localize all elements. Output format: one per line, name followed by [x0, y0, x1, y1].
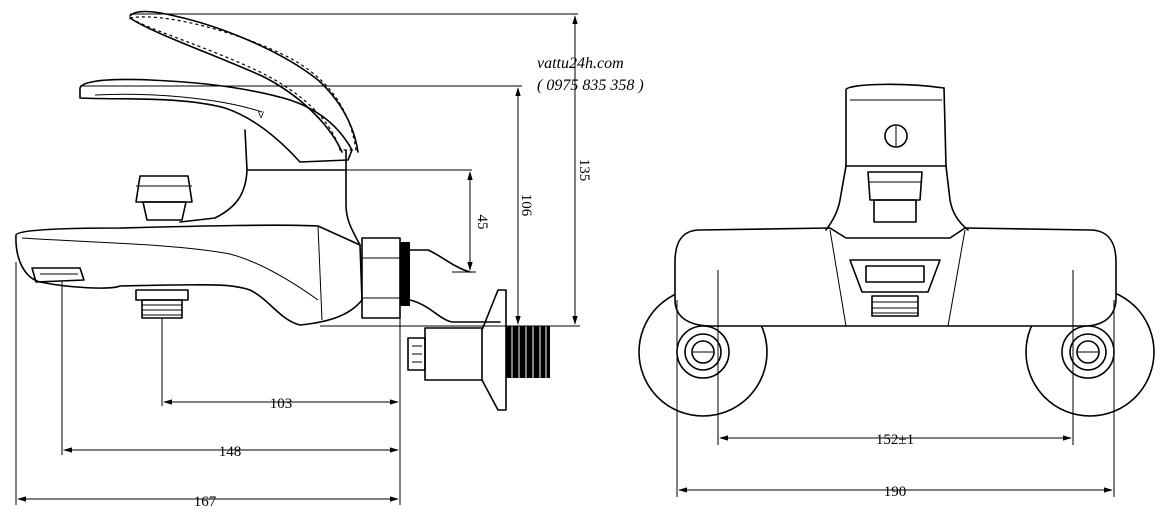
lever-raised-outline	[128, 16, 357, 151]
dim-label-103: 103	[270, 396, 293, 412]
handle-screw	[884, 124, 908, 148]
lever-handle	[79, 78, 353, 163]
mixer-body	[674, 227, 1117, 327]
dim-label-106: 106	[518, 194, 534, 217]
watermark-phone: ( 0975 835 358 )	[537, 77, 644, 94]
wall-connector	[407, 289, 550, 411]
front-view: 152±1 190	[638, 83, 1155, 500]
watermark-site: vattu24h.com	[537, 55, 624, 72]
diverter-knob	[135, 175, 193, 221]
aerator	[31, 267, 85, 283]
side-view: V	[15, 10, 592, 510]
shower-outlet	[135, 289, 189, 319]
dim-label-152: 152±1	[876, 432, 914, 448]
dim-label-190: 190	[884, 484, 907, 500]
spout-body	[15, 224, 363, 326]
dim-label-135: 135	[576, 159, 592, 182]
svg-text:V: V	[258, 110, 264, 120]
right-inlet-nut	[1061, 325, 1115, 379]
dim-label-148: 148	[219, 444, 242, 460]
left-inlet-nut	[676, 325, 730, 379]
handle-body	[179, 129, 361, 246]
front-diverter-knob	[867, 171, 923, 223]
dim-label-167: 167	[194, 494, 217, 510]
front-shower-outlet	[849, 259, 941, 317]
dim-label-45: 45	[474, 215, 490, 230]
front-neck	[825, 165, 969, 231]
union-nut	[361, 237, 471, 319]
